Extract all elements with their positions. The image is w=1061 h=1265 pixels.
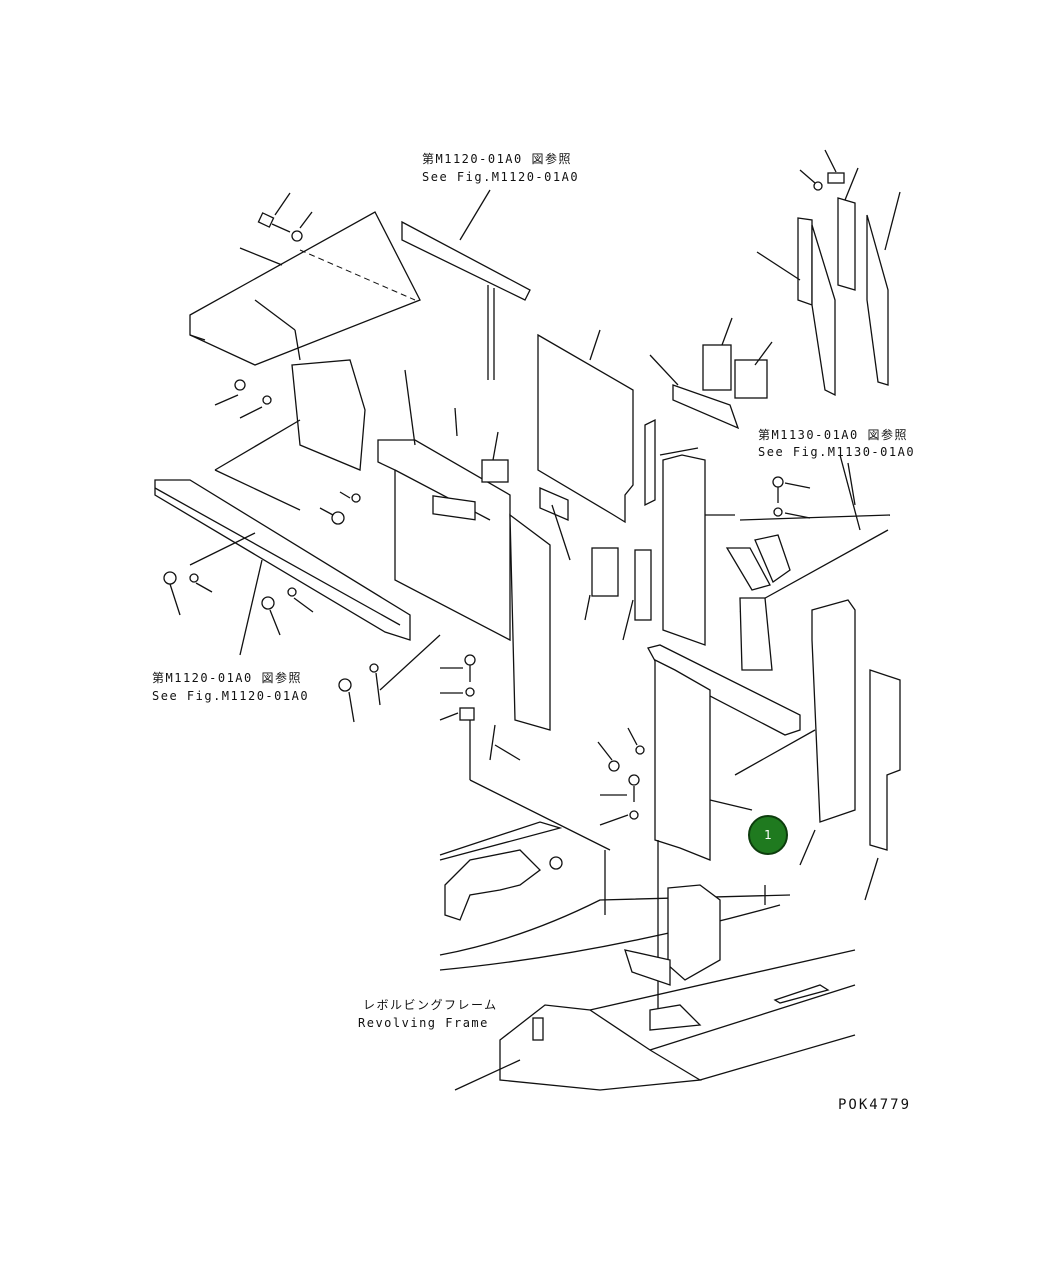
top-right-parts (649, 149, 901, 430)
reference-label-en: See Fig.M1120-01A0 (422, 170, 580, 184)
left-bracket-part (214, 359, 366, 511)
reference-label-en: See Fig.M1130-01A0 (758, 445, 916, 459)
large-board-part (537, 329, 634, 561)
top-bracket-part (401, 189, 531, 380)
frame-label-en: Revolving Frame (358, 1016, 489, 1030)
top-left-cover-part (189, 211, 421, 366)
reference-label-jp: 第M1120-01A0 図参照 (422, 152, 572, 166)
clip-and-bolt-parts (439, 654, 659, 1015)
frame-label-jp: レボルビングフレーム (363, 998, 498, 1012)
vertical-pad-parts (644, 418, 735, 646)
left-rail-part (154, 479, 411, 723)
reference-label-jp: 第M1120-01A0 図参照 (152, 671, 302, 685)
reference-arrow (847, 462, 856, 506)
bolt-icon (239, 192, 313, 266)
small-block-parts (432, 317, 773, 641)
right-panel-parts (799, 599, 901, 901)
main-frame-assembly (647, 454, 891, 861)
reference-label-en: See Fig.M1120-01A0 (152, 689, 310, 703)
revolving-frame-part (439, 821, 856, 1091)
drawing-code: POK4779 (838, 1097, 912, 1113)
part-callout-1[interactable]: 1 (748, 815, 788, 855)
reference-label-jp: 第M1130-01A0 図参照 (758, 428, 908, 442)
center-panel-part (377, 369, 551, 731)
